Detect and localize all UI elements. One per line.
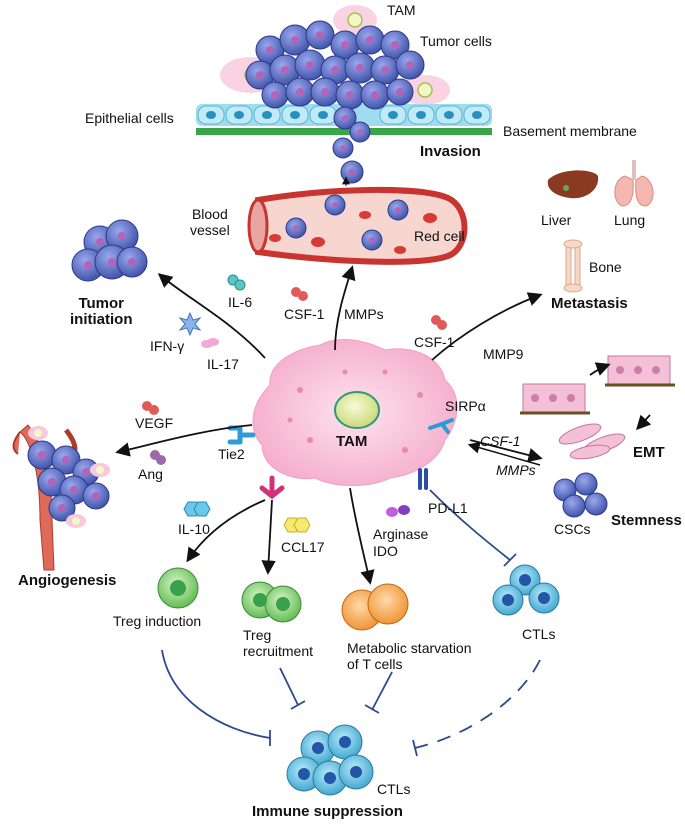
inhibition-lines bbox=[161, 489, 541, 757]
arrow-to-treg-induction bbox=[186, 499, 266, 563]
ifn-gamma-label: IFN-γ bbox=[150, 338, 185, 354]
immune-suppression-label: Immune suppression bbox=[252, 803, 403, 820]
blood-vessel-label: Blood vessel bbox=[190, 206, 230, 238]
starved-t-cell-icon bbox=[341, 583, 409, 631]
cytokine-icon bbox=[142, 274, 447, 533]
arrow-to-blood-vessel bbox=[334, 265, 356, 351]
epithelial-cells-label: Epithelial cells bbox=[85, 110, 174, 126]
arrow-mmps-emt bbox=[467, 441, 541, 466]
tam-label-top: TAM bbox=[387, 2, 416, 18]
arrow-to-metastasis bbox=[431, 292, 543, 361]
mmps-emt-label: MMPs bbox=[496, 462, 536, 478]
tam-cell bbox=[252, 339, 458, 486]
sirpa-label: SIRPα bbox=[445, 398, 486, 414]
tumor-cells-label: Tumor cells bbox=[420, 33, 492, 49]
emt-cells-icon bbox=[520, 355, 675, 460]
metastasis-label: Metastasis bbox=[551, 295, 628, 312]
bone-icon bbox=[563, 239, 583, 293]
bone-label: Bone bbox=[589, 259, 622, 275]
ang-label: Ang bbox=[138, 466, 163, 482]
cscs-label: CSCs bbox=[554, 521, 591, 537]
basement-membrane bbox=[196, 128, 492, 135]
csc-cluster-icon bbox=[553, 472, 608, 518]
basement-membrane-label: Basement membrane bbox=[503, 123, 637, 139]
angiogenesis-label: Angiogenesis bbox=[18, 572, 117, 589]
tumor-initiation-cluster bbox=[71, 219, 148, 282]
magenta-receptor bbox=[259, 475, 285, 500]
arginase-label: Arginase bbox=[373, 526, 429, 542]
arrow-csf1-emt bbox=[469, 439, 543, 463]
epithelial-layer bbox=[196, 104, 492, 126]
tie2-label: Tie2 bbox=[218, 446, 245, 462]
red-cell-label: Red cell bbox=[414, 228, 465, 244]
lung-label: Lung bbox=[614, 212, 646, 228]
angiogenesis-icon bbox=[12, 424, 110, 571]
treg-recruitment-icon bbox=[241, 581, 302, 623]
arrows bbox=[115, 176, 652, 585]
ido-label: IDO bbox=[373, 543, 398, 559]
liver-icon bbox=[547, 170, 599, 199]
arrow-to-tumor-initiation bbox=[157, 273, 266, 359]
ctl-cell-icon bbox=[492, 564, 560, 616]
mmp9-label: MMP9 bbox=[483, 346, 524, 362]
ctls-right-label: CTLs bbox=[522, 626, 556, 642]
treg-recruitment-label: Treg recruitment bbox=[243, 627, 314, 659]
csf1-emt-label: CSF-1 bbox=[480, 433, 521, 449]
tie2-receptor bbox=[227, 425, 256, 445]
vegf-label: VEGF bbox=[135, 415, 174, 431]
pdl1-label: PD-L1 bbox=[428, 500, 468, 516]
blood-vessel bbox=[247, 186, 468, 265]
treg-induction-label: Treg induction bbox=[113, 613, 202, 629]
tumor-initiation-label: Tumor initiation bbox=[70, 295, 133, 328]
stemness-label: Stemness bbox=[611, 512, 682, 529]
arrow-emt-down bbox=[636, 414, 652, 431]
il17-label: IL-17 bbox=[207, 356, 239, 372]
ctls-bottom-label: CTLs bbox=[377, 781, 411, 797]
csf1-top-label: CSF-1 bbox=[284, 306, 325, 322]
emt-label: EMT bbox=[633, 444, 665, 461]
invasion-scene bbox=[196, 5, 492, 184]
pdl1-receptor bbox=[418, 468, 428, 490]
mmps-top-label: MMPs bbox=[344, 306, 384, 322]
liver-label: Liver bbox=[541, 212, 572, 228]
metabolic-starvation-label: Metabolic starvation of T cells bbox=[347, 640, 472, 672]
il10-label: IL-10 bbox=[178, 521, 210, 537]
arrow-to-angiogenesis bbox=[115, 424, 253, 457]
sirpa-receptor bbox=[428, 418, 454, 434]
tam-center-label: TAM bbox=[336, 433, 368, 450]
il6-label: IL-6 bbox=[228, 294, 253, 310]
red-cell-icon bbox=[269, 211, 437, 254]
invasion-label: Invasion bbox=[420, 143, 481, 160]
ctl-cluster-bottom bbox=[286, 724, 374, 796]
arrow-to-treg-recruitment bbox=[261, 499, 276, 575]
treg-cell-icon bbox=[157, 567, 199, 609]
csf1-right-label: CSF-1 bbox=[414, 334, 455, 350]
arrow-to-metabolic bbox=[349, 487, 375, 585]
arrow-emt-top bbox=[589, 362, 611, 376]
ccl17-label: CCL17 bbox=[281, 539, 325, 555]
lung-icon bbox=[614, 160, 654, 207]
